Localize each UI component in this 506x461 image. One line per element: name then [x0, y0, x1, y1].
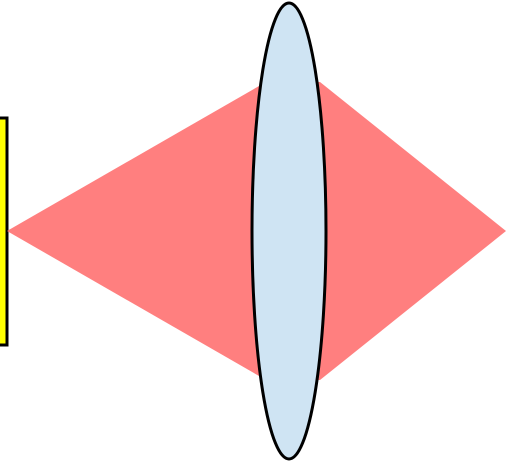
yellow-screen	[0, 118, 7, 345]
convex-lens	[252, 3, 326, 459]
